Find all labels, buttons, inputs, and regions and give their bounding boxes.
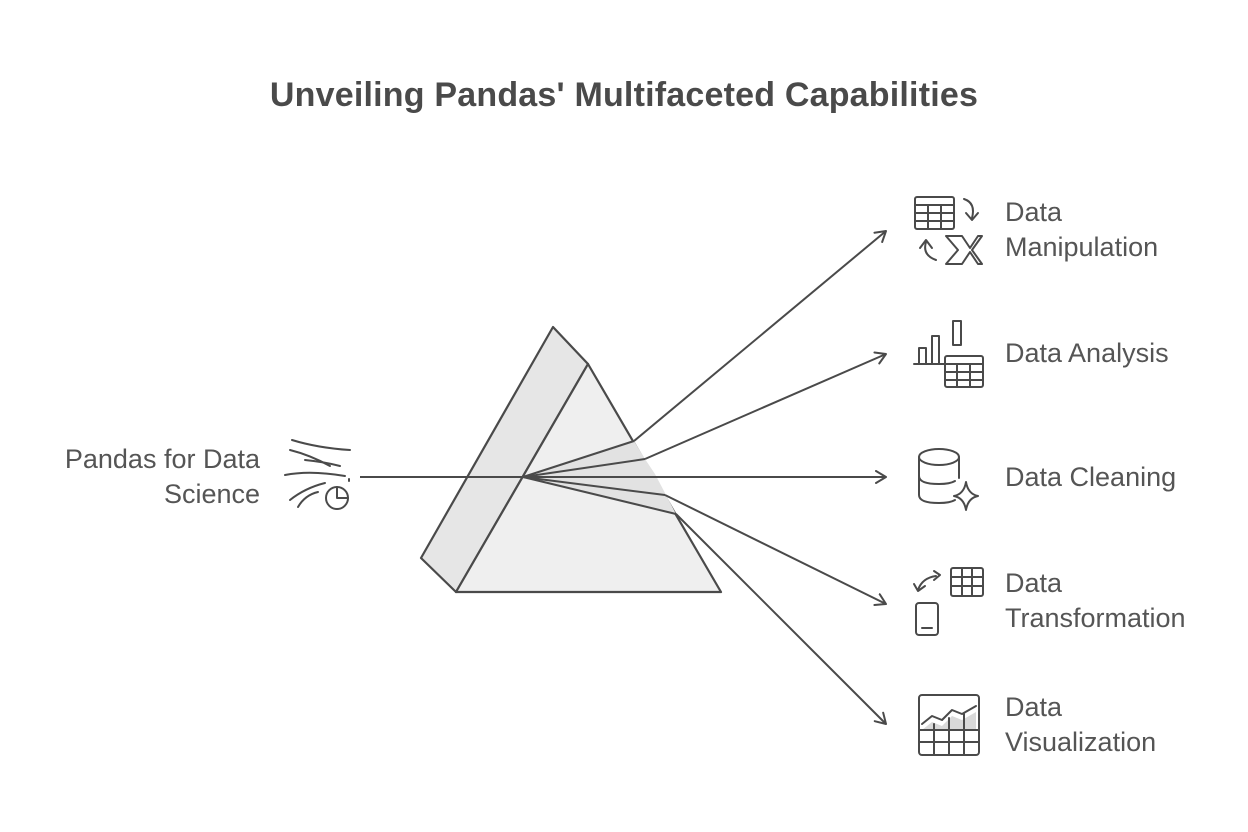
output-arrows xyxy=(633,230,887,725)
capability-label-line-1: Data Analysis xyxy=(1005,338,1169,368)
capability-label-line-1: Data Cleaning xyxy=(1005,462,1177,492)
capability-data-manipulation: Data Manipulation xyxy=(1005,195,1158,265)
diagram-title: Unveiling Pandas' Multifaceted Capabilit… xyxy=(269,76,979,114)
capability-label-line-2: Manipulation xyxy=(1005,232,1159,262)
arrow-analysis xyxy=(644,351,887,460)
source-label-line-2: Science xyxy=(163,479,260,509)
arrow-transformation xyxy=(664,494,887,606)
capability-label-line-1: Data xyxy=(1005,692,1063,722)
capability-data-transformation: Data Transformation xyxy=(1005,566,1186,636)
capability-label-line-2: Transformation xyxy=(1005,603,1186,633)
arrow-manipulation xyxy=(633,230,887,442)
internal-rays xyxy=(522,440,677,515)
device-sync-table-icon xyxy=(913,567,984,636)
capability-data-analysis: Data Analysis xyxy=(1005,336,1169,371)
bar-chart-table-icon xyxy=(913,320,984,388)
table-transform-icon xyxy=(914,196,983,265)
prism xyxy=(419,325,723,594)
capability-data-cleaning: Data Cleaning xyxy=(1005,460,1176,495)
wind-chart-icon xyxy=(284,439,351,510)
capability-label-line-2: Visualization xyxy=(1005,727,1157,757)
capability-label-line-1: Data xyxy=(1005,568,1063,598)
source-label-line-1: Pandas for Data xyxy=(64,444,260,474)
line-chart-grid-icon xyxy=(918,694,980,756)
capability-data-visualization: Data Visualization xyxy=(1005,690,1156,760)
capability-label-line-1: Data xyxy=(1005,197,1063,227)
source-label: Pandas for Data Science xyxy=(30,442,260,512)
database-sparkle-icon xyxy=(918,448,979,511)
arrow-visualization xyxy=(675,513,887,725)
